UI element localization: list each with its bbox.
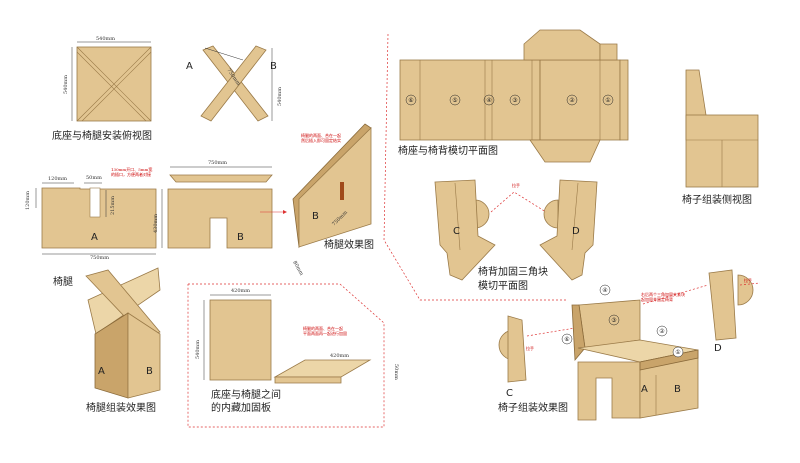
dim-leg-width: 750mm xyxy=(90,255,109,261)
num-4: ④ xyxy=(486,97,491,104)
caption-base-top-view: 底座与椅腿安装俯视图 xyxy=(52,129,152,142)
handle-note-3: 拉手 xyxy=(744,277,752,283)
chair-b: B xyxy=(674,384,681,395)
slot-note-2: 的插口，方便两者对接 xyxy=(111,171,151,177)
caption-legs-effect: 椅腿效果图 xyxy=(324,238,374,251)
leg-a-flat: 120mm 50mm 130mm开口、5mm宽 的插口，方便两者对接 120mm… xyxy=(25,166,157,288)
num-1: ① xyxy=(605,97,610,104)
caption-back-brace-1: 椅背加固三角块 xyxy=(478,265,548,278)
leg-a-label: A xyxy=(91,232,98,243)
dim-left-120: 120mm xyxy=(25,191,31,210)
caption-legs-assembly: 椅腿组装效果图 xyxy=(86,401,156,414)
slot-note-1: 130mm开口、5mm宽 xyxy=(111,166,152,172)
chair-num-1: ① xyxy=(675,349,680,356)
num-5: ⑤ xyxy=(452,97,457,104)
dim-430: 430mm xyxy=(153,214,159,233)
brace-c: C xyxy=(453,226,460,237)
assembly-b: B xyxy=(146,366,153,377)
dim-top-750: 750mm xyxy=(208,160,227,166)
handle-note-2: 拉手 xyxy=(526,345,534,351)
chair-side-view: 椅子组装侧视图 xyxy=(682,69,759,206)
hidden-brace: 420mm 540mm 420mm 50mm 椅腿的两面、合在一起 平面两面再一… xyxy=(195,288,399,414)
brace-note-2: 平面两面再一起进行加固 xyxy=(303,330,347,336)
leg-effect: B 椅腿的两面、合在一起 然后插入即可固定结实 750mm 80mm 椅腿效果图 xyxy=(291,123,374,277)
leg-note-1: 椅腿的两面、合在一起 xyxy=(301,132,341,138)
chair-num-2: ② xyxy=(659,328,665,335)
dim-x-height: 540mm xyxy=(277,87,283,106)
leg-b-flat: 750mm 430mm B xyxy=(153,160,287,249)
leg-assembly: A B 椅腿组装效果图 xyxy=(85,267,161,414)
chair-assembly: C 拉手 A B ④ ③ ⑥ ② ① D 右后两个三角加固夹紧块 起加固并固定椅… xyxy=(498,269,761,421)
dim-brace-420b: 420mm xyxy=(330,353,349,359)
label-b: B xyxy=(270,61,277,72)
leg-note-2: 然后插入即可固定结实 xyxy=(301,137,341,143)
brace-d: D xyxy=(572,226,580,237)
num-6: ⑥ xyxy=(408,97,413,104)
assembly-a: A xyxy=(98,366,105,377)
tri-note-1: 右后两个三角加固夹紧块 xyxy=(641,291,685,297)
chair-a: A xyxy=(641,384,648,395)
handle-note-1: 拉手 xyxy=(512,182,520,188)
dim-50: 50mm xyxy=(86,175,102,181)
chair-d: D xyxy=(714,343,722,354)
dim-top-width: 540mm xyxy=(96,36,115,42)
dim-left-height: 540mm xyxy=(63,75,69,94)
dim-eff-80: 80mm xyxy=(291,260,304,277)
caption-brace-2: 的内藏加固板 xyxy=(211,401,271,414)
dim-brace-420: 420mm xyxy=(231,288,250,294)
leg-effect-b: B xyxy=(312,211,319,222)
chair-c: C xyxy=(506,388,513,399)
caption-brace-1: 底座与椅腿之间 xyxy=(211,388,281,401)
chair-num-3: ③ xyxy=(611,317,616,324)
x-legs-view: 750mm 540mm A B xyxy=(186,45,283,122)
num-3: ③ xyxy=(512,97,517,104)
caption-side-view: 椅子组装侧视图 xyxy=(682,193,752,206)
leg-b-label: B xyxy=(237,232,244,243)
tri-note-2: 起加固并固定椅背 xyxy=(641,296,673,302)
base-top-view: 540mm 540mm 底座与椅腿安装俯视图 xyxy=(52,36,152,142)
seat-die-cut: ⑥ ⑤ ④ ③ ② ① 椅座与椅背模切平面图 xyxy=(398,29,629,163)
dim-brace-50: 50mm xyxy=(393,364,399,380)
num-2: ② xyxy=(569,97,575,104)
caption-chair-assembly: 椅子组装效果图 xyxy=(498,401,568,414)
caption-legs: 椅腿 xyxy=(53,275,73,288)
back-brace: 拉手 C D 椅背加固三角块 模切平面图 xyxy=(434,179,598,292)
caption-seat-die-cut: 椅座与椅背模切平面图 xyxy=(398,144,498,157)
right-divider xyxy=(383,33,568,301)
caption-back-brace-2: 模切平面图 xyxy=(478,280,528,292)
dim-brace-540: 540mm xyxy=(195,340,201,359)
dim-215: 215mm xyxy=(110,196,116,215)
label-a: A xyxy=(186,61,193,72)
chair-num-4: ④ xyxy=(602,287,607,294)
chair-num-6: ⑥ xyxy=(564,336,569,343)
brace-note-1: 椅腿的两面、合在一起 xyxy=(303,325,343,331)
dim-120: 120mm xyxy=(48,176,67,182)
